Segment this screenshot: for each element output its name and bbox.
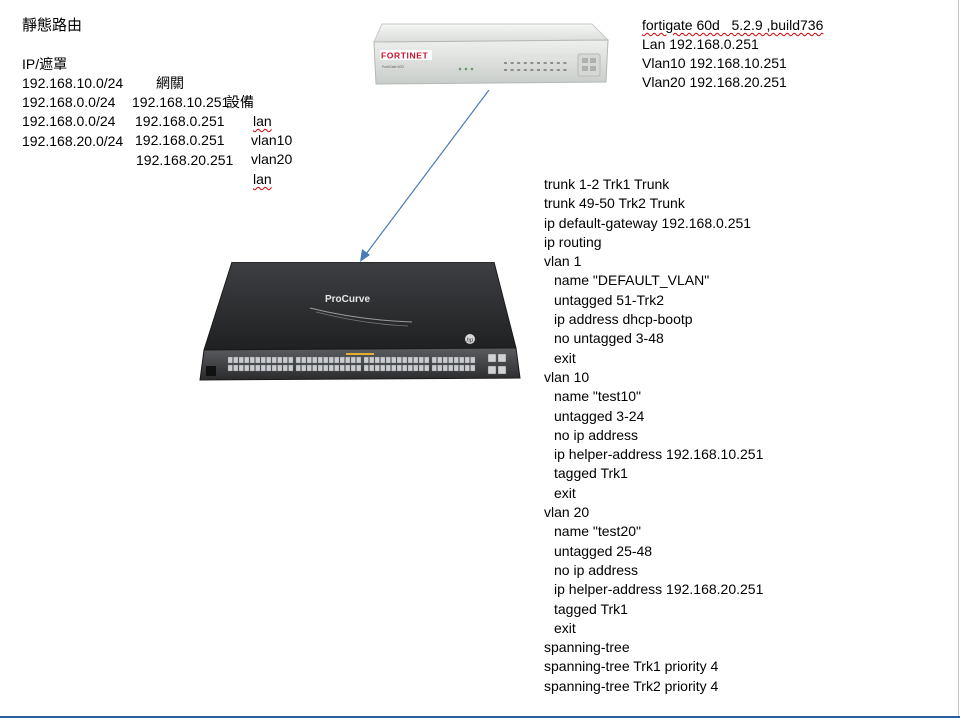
hp-logo: hp xyxy=(467,338,474,344)
row-gateway: 192.168.0.251 xyxy=(135,132,225,148)
header-ip-mask: IP/遮罩 xyxy=(22,56,68,72)
row-ip: 192.168.20.0/24 xyxy=(22,133,124,149)
row-ip: 192.168.10.0/24 xyxy=(22,75,124,91)
table-row: 192.168.20.0/24 192.168.20.251 lan xyxy=(22,113,322,187)
config-line: no untagged 3-48 xyxy=(554,330,664,347)
frame-bottom-border xyxy=(0,716,960,718)
row-device: lan xyxy=(253,113,272,129)
config-line: vlan 10 xyxy=(544,368,590,385)
config-line: vlan 1 xyxy=(544,253,582,270)
fortigate-firewall-image: FORTINET FortiGate 60D xyxy=(373,23,610,85)
procurve-switch-image: ProCurve hp xyxy=(199,262,521,381)
routing-table-title: 靜態路由 xyxy=(22,17,83,34)
config-line: untagged 51-Trk2 xyxy=(554,291,664,308)
config-line: tagged Trk1 xyxy=(554,465,628,482)
frame-right-border xyxy=(958,0,959,716)
row-ip: 192.168.0.0/24 xyxy=(22,94,116,110)
switch-config-list: trunk 1-2 Trk1 Trunk trunk 49-50 Trk2 Tru… xyxy=(544,175,763,696)
config-line: ip routing xyxy=(544,233,602,250)
config-line: ip helper-address 192.168.10.251 xyxy=(554,446,764,463)
header-gateway: 網關 xyxy=(156,75,184,91)
config-line: spanning-tree xyxy=(544,639,630,656)
config-line: exit xyxy=(554,619,576,636)
fortinet-logo: FORTINET xyxy=(381,51,429,61)
row-device: lan xyxy=(253,171,272,187)
config-line: untagged 3-24 xyxy=(554,407,645,424)
row-device: vlan10 xyxy=(251,132,293,148)
config-line: ip address dhcp-bootp xyxy=(554,311,693,328)
config-line: ip helper-address 192.168.20.251 xyxy=(554,581,764,598)
table-row: 192.168.0.0/24 192.168.0.251 vlan10 xyxy=(22,74,322,148)
firewall-info-line: Vlan20 192.168.20.251 xyxy=(642,74,787,90)
config-line: untagged 25-48 xyxy=(554,542,653,559)
config-line: name "test10" xyxy=(554,388,641,405)
row-gateway: 192.168.10.251 xyxy=(132,94,230,110)
routing-table-header: IP/遮罩 網關 設備 xyxy=(22,36,322,110)
config-line: vlan 20 xyxy=(544,504,590,521)
config-line: no ip address xyxy=(554,426,639,443)
row-ip: 192.168.0.0/24 xyxy=(22,113,116,129)
firewall-info-line: Lan 192.168.0.251 xyxy=(642,36,759,52)
config-line: name "test20" xyxy=(554,523,641,540)
procurve-logo: ProCurve xyxy=(325,294,370,305)
fortigate-model-label: FortiGate 60D xyxy=(382,65,404,69)
firewall-info-line: Vlan10 192.168.10.251 xyxy=(642,55,787,71)
config-line: exit xyxy=(554,349,576,366)
header-device: 設備 xyxy=(226,94,254,110)
config-line: ip default-gateway 192.168.0.251 xyxy=(544,214,752,231)
config-line: no ip address xyxy=(554,561,639,578)
config-line: spanning-tree Trk1 priority 4 xyxy=(544,658,719,675)
row-gateway: 192.168.0.251 xyxy=(135,113,225,129)
firewall-info-line: fortigate 60d 5.2.9 ,build736 xyxy=(642,17,824,33)
table-row: 192.168.10.0/24 192.168.10.251 lan xyxy=(22,55,322,129)
table-row: 192.168.0.0/24 192.168.0.251 vlan20 xyxy=(22,93,322,167)
firewall-info: fortigate 60d 5.2.9 ,build736 Lan 192.16… xyxy=(642,16,823,92)
config-line: trunk 49-50 Trk2 Trunk xyxy=(544,195,685,212)
config-line: name "DEFAULT_VLAN" xyxy=(554,272,710,289)
config-line: tagged Trk1 xyxy=(554,600,628,617)
row-device: vlan20 xyxy=(251,151,293,167)
config-line: trunk 1-2 Trk1 Trunk xyxy=(544,176,670,192)
config-line: exit xyxy=(554,484,576,501)
config-line: spanning-tree Trk2 priority 4 xyxy=(544,677,719,694)
row-gateway: 192.168.20.251 xyxy=(136,152,234,168)
